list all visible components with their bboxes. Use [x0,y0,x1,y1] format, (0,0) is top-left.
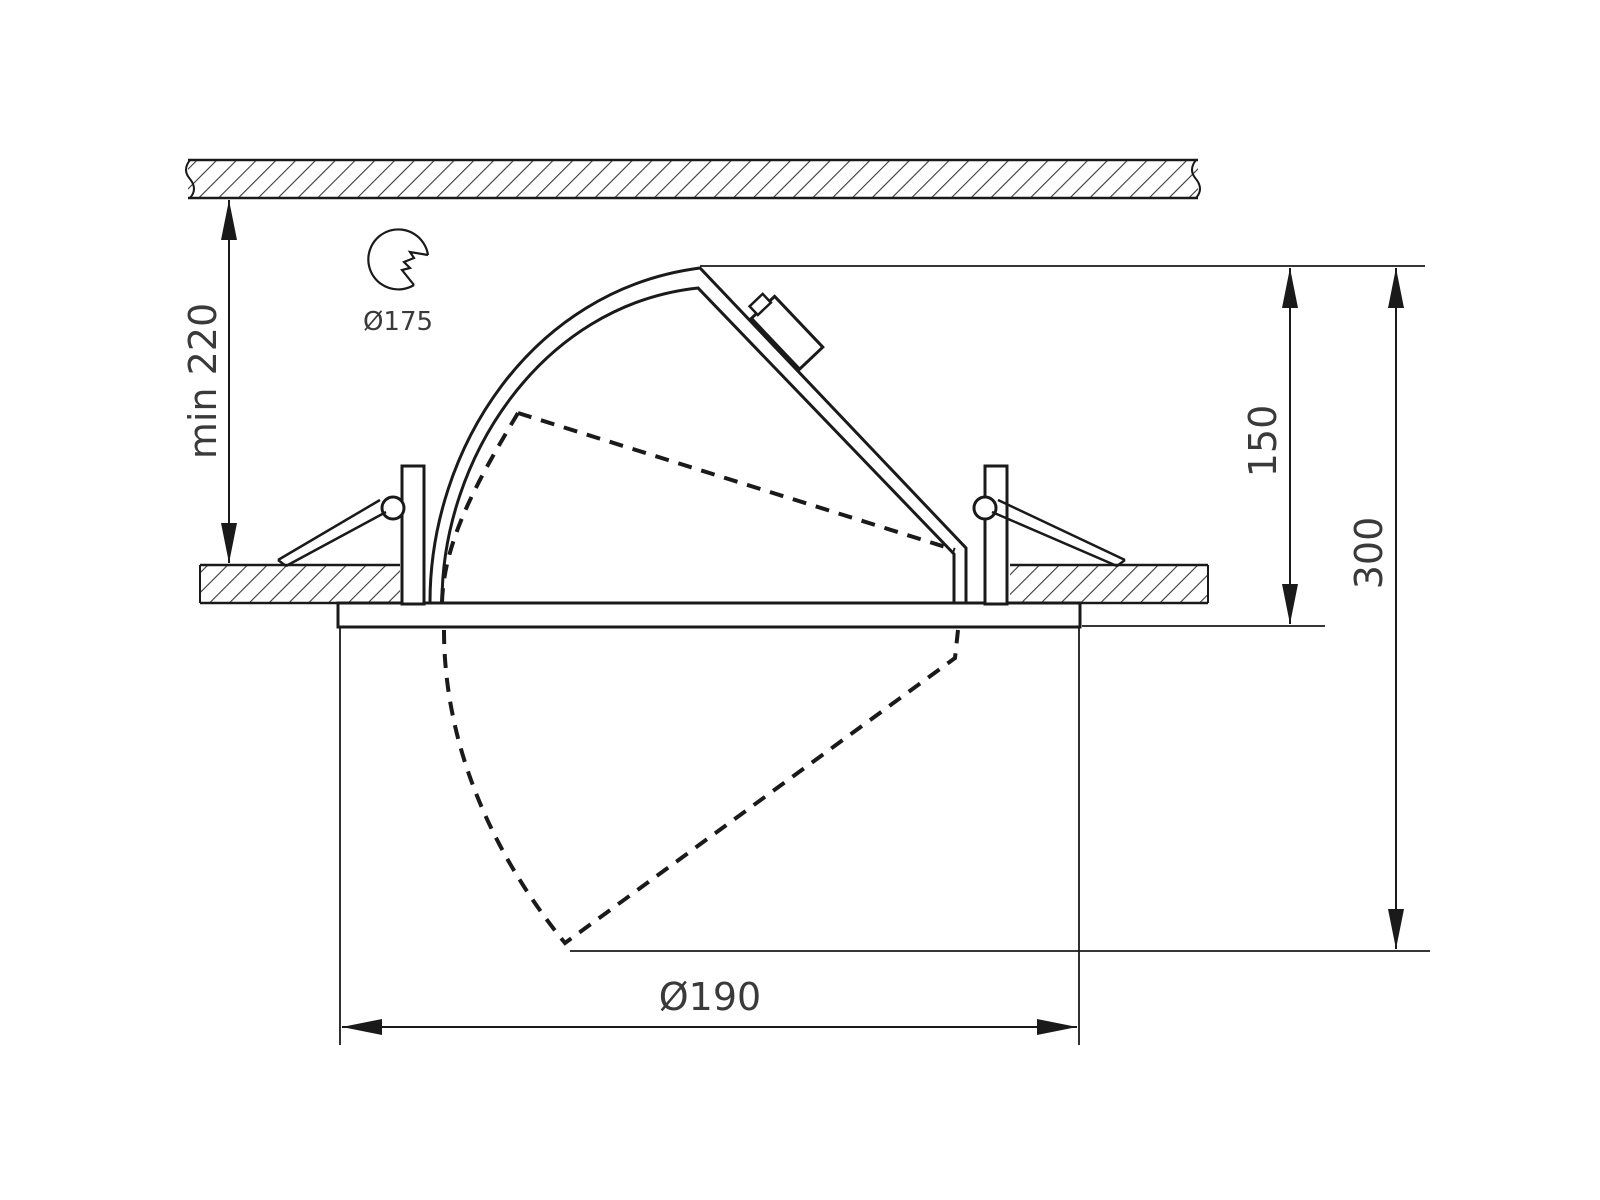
right-bracket [983,464,1009,606]
suspended-ceiling-panel [199,563,1209,605]
hole-saw-cutout-icon [367,228,430,291]
left-bracket [400,464,426,606]
reflector-shell-inner [440,286,956,603]
total-height-dimension [570,268,1430,952]
recessed-height-dimension [700,265,1425,627]
tilt-envelope-upper [517,411,956,552]
driver-box [747,292,825,372]
tilt-envelope-lower [442,629,960,946]
trim-ring [336,601,1082,629]
min-clearance-dimension [221,200,237,563]
luminaire-body [277,266,1126,946]
reflector-shell-outer [428,266,968,603]
recessed-height-label: 150 [1241,405,1285,478]
total-height-label: 300 [1347,517,1391,590]
min-clearance-label: min 220 [181,303,225,459]
right-spring-clip [972,495,1126,568]
ceiling-slab [185,158,1201,200]
diameter-label: Ø190 [659,975,761,1019]
diameter-dimension [339,628,1080,1045]
left-spring-clip [277,495,406,568]
cutout-diameter-label: Ø175 [363,307,433,337]
